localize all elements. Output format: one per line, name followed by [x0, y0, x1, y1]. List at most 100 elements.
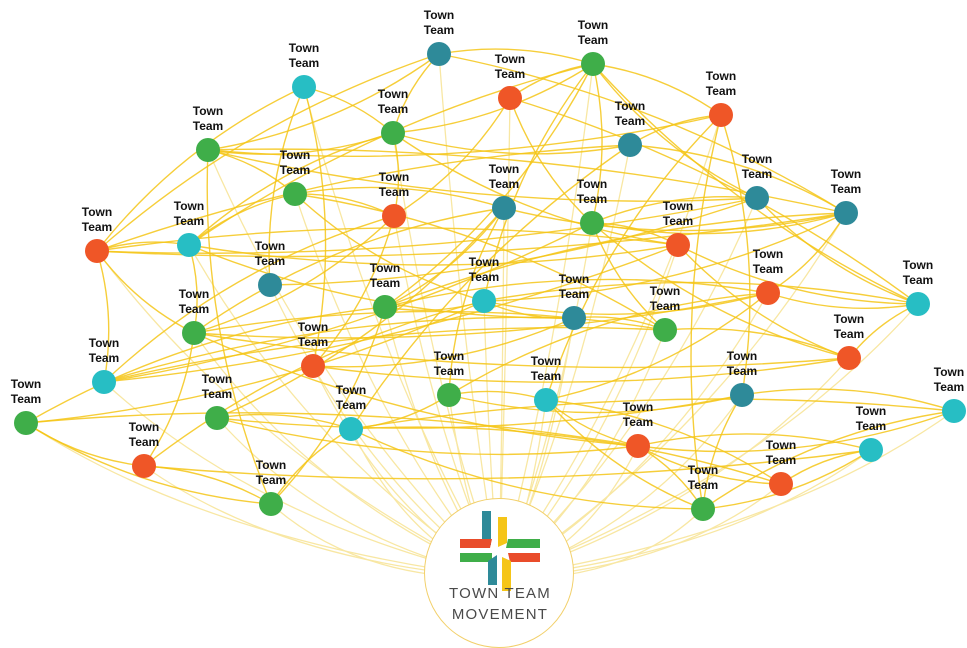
- town-team-label-line2: Team: [558, 287, 590, 301]
- town-team-label-line1: Town: [705, 69, 737, 83]
- connection-line: [509, 97, 593, 224]
- connection-line: [207, 53, 440, 151]
- town-team-label-line2: Team: [726, 364, 758, 378]
- town-team-label-line1: Town: [558, 272, 590, 286]
- town-team-node-orange: [626, 434, 650, 458]
- connection-line: [294, 186, 505, 209]
- town-team-label-line2: Team: [576, 192, 608, 206]
- connection-line: [193, 332, 850, 369]
- connection-line: [294, 193, 666, 331]
- connection-line: [25, 422, 145, 467]
- connection-line: [392, 63, 594, 134]
- town-team-movement-hub: TOWN TEAM MOVEMENT: [424, 498, 574, 648]
- town-team-node-teal: [834, 201, 858, 225]
- connection-line: [592, 63, 722, 116]
- town-team-label-line1: Town: [622, 400, 654, 414]
- connection-line: [207, 149, 758, 202]
- town-team-node-green: [14, 411, 38, 435]
- connection-line: [438, 48, 594, 65]
- connection-line: [188, 193, 296, 246]
- town-team-label-line2: Team: [833, 327, 865, 341]
- town-team-node-orange: [709, 103, 733, 127]
- town-team-node-cyan: [906, 292, 930, 316]
- town-team-label-line2: Team: [752, 262, 784, 276]
- connection-line: [591, 63, 603, 224]
- town-team-label-line2: Team: [687, 478, 719, 492]
- connection-line: [143, 332, 195, 467]
- town-team-label-line1: Town: [468, 255, 500, 269]
- town-team-node-orange: [301, 354, 325, 378]
- logo-bar-left-red: [460, 539, 492, 548]
- town-team-label-line1: Town: [902, 258, 934, 272]
- town-team-label-line1: Town: [377, 87, 409, 101]
- connection-line: [702, 410, 955, 510]
- connection-line: [591, 222, 666, 331]
- town-team-label-line2: Team: [741, 167, 773, 181]
- town-team-label-line1: Town: [741, 152, 773, 166]
- hub-spoke-line: [498, 410, 955, 579]
- connection-line: [384, 278, 769, 308]
- town-team-label-line1: Town: [433, 349, 465, 363]
- town-team-label-line2: Team: [128, 435, 160, 449]
- town-team-label-line1: Town: [765, 438, 797, 452]
- town-team-label-line1: Town: [192, 104, 224, 118]
- town-team-node-cyan: [942, 399, 966, 423]
- town-team-label-line1: Town: [933, 365, 965, 379]
- town-team-label-line1: Town: [726, 349, 758, 363]
- town-team-node-orange: [837, 346, 861, 370]
- town-team-label-line2: Team: [705, 84, 737, 98]
- town-team-node-teal: [730, 383, 754, 407]
- connection-line: [545, 114, 722, 401]
- town-team-label-line2: Team: [369, 276, 401, 290]
- connection-line: [294, 193, 485, 302]
- town-team-label-line2: Team: [378, 185, 410, 199]
- town-team-node-green: [581, 52, 605, 76]
- town-team-node-teal: [258, 273, 282, 297]
- town-team-node-orange: [756, 281, 780, 305]
- town-team-label-line2: Team: [201, 387, 233, 401]
- town-team-label-line2: Team: [488, 177, 520, 191]
- logo-bar-top-right-yellow: [498, 517, 507, 547]
- town-team-label-line1: Town: [576, 177, 608, 191]
- connection-line: [193, 292, 769, 339]
- connection-line: [207, 114, 722, 157]
- town-team-label-line2: Team: [377, 102, 409, 116]
- connection-line: [312, 215, 395, 367]
- town-team-node-cyan: [339, 417, 363, 441]
- town-team-label-line2: Team: [830, 182, 862, 196]
- hub-title: TOWN TEAM MOVEMENT: [425, 583, 575, 625]
- town-team-label-line2: Team: [622, 415, 654, 429]
- town-team-node-green: [283, 182, 307, 206]
- town-team-node-teal: [562, 306, 586, 330]
- town-team-node-teal: [427, 42, 451, 66]
- town-team-label-line2: Team: [279, 163, 311, 177]
- town-team-label-line1: Town: [128, 420, 160, 434]
- connection-line: [25, 306, 386, 424]
- town-team-label-line1: Town: [649, 284, 681, 298]
- town-team-node-green: [381, 121, 405, 145]
- connection-line: [25, 422, 272, 505]
- connection-line: [677, 244, 919, 305]
- connection-line: [392, 132, 631, 155]
- connection-line: [483, 212, 847, 302]
- town-team-label-line1: Town: [855, 404, 887, 418]
- town-team-label-line1: Town: [614, 99, 646, 113]
- connection-line: [545, 399, 782, 485]
- connection-line: [483, 281, 919, 305]
- connection-line: [143, 449, 872, 480]
- connection-line: [438, 53, 847, 214]
- connection-line: [483, 63, 594, 302]
- connection-line: [188, 132, 394, 246]
